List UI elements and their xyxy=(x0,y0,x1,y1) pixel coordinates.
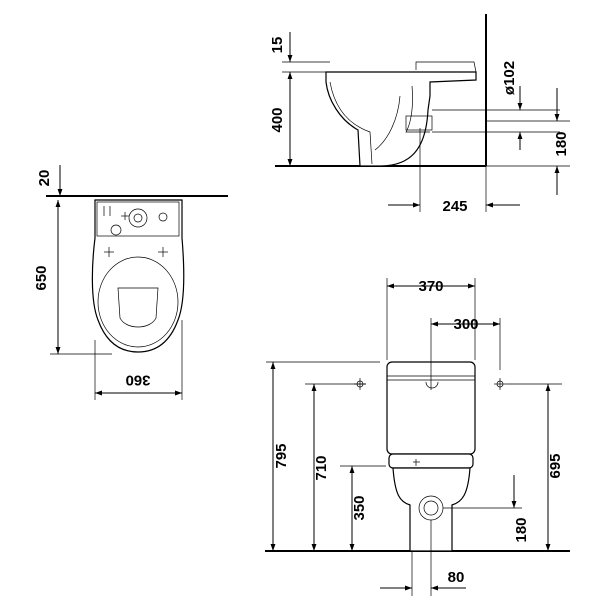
dim-total-height: 795 xyxy=(273,443,290,468)
dim-width: 360 xyxy=(125,372,150,389)
dim-fixing-height: 710 xyxy=(313,455,330,480)
fixing-cross-right xyxy=(158,247,168,257)
toilet-plan-outline xyxy=(91,199,185,353)
dim-depth: 650 xyxy=(33,265,50,290)
fixing-cross-right xyxy=(494,378,506,390)
dim-outlet-diameter: ø102 xyxy=(501,61,518,95)
dim-tank-width: 370 xyxy=(418,278,443,295)
top-view: 20 650 360 xyxy=(33,165,228,400)
dim-fixing-spacing: 300 xyxy=(453,316,478,333)
dim-rim-thickness: 15 xyxy=(269,37,286,54)
dim-outlet-height: 180 xyxy=(553,131,570,156)
toilet-side-profile xyxy=(325,61,477,167)
dim-outlet-offset: 80 xyxy=(448,569,465,586)
dim-outlet-distance: 245 xyxy=(442,198,467,215)
front-view: 370 300 795 710 350 695 180 80 xyxy=(265,278,570,596)
side-view: 15 400 ø102 180 245 xyxy=(269,14,570,215)
dim-height: 400 xyxy=(269,107,286,132)
dim-wall-gap: 20 xyxy=(36,170,53,187)
dim-tank-fixing-height: 695 xyxy=(547,453,564,478)
dim-outlet-height-front: 180 xyxy=(513,517,530,542)
dim-seat-height: 350 xyxy=(351,495,368,520)
fixing-cross-small xyxy=(121,212,129,220)
fixing-cross-left xyxy=(104,247,114,257)
